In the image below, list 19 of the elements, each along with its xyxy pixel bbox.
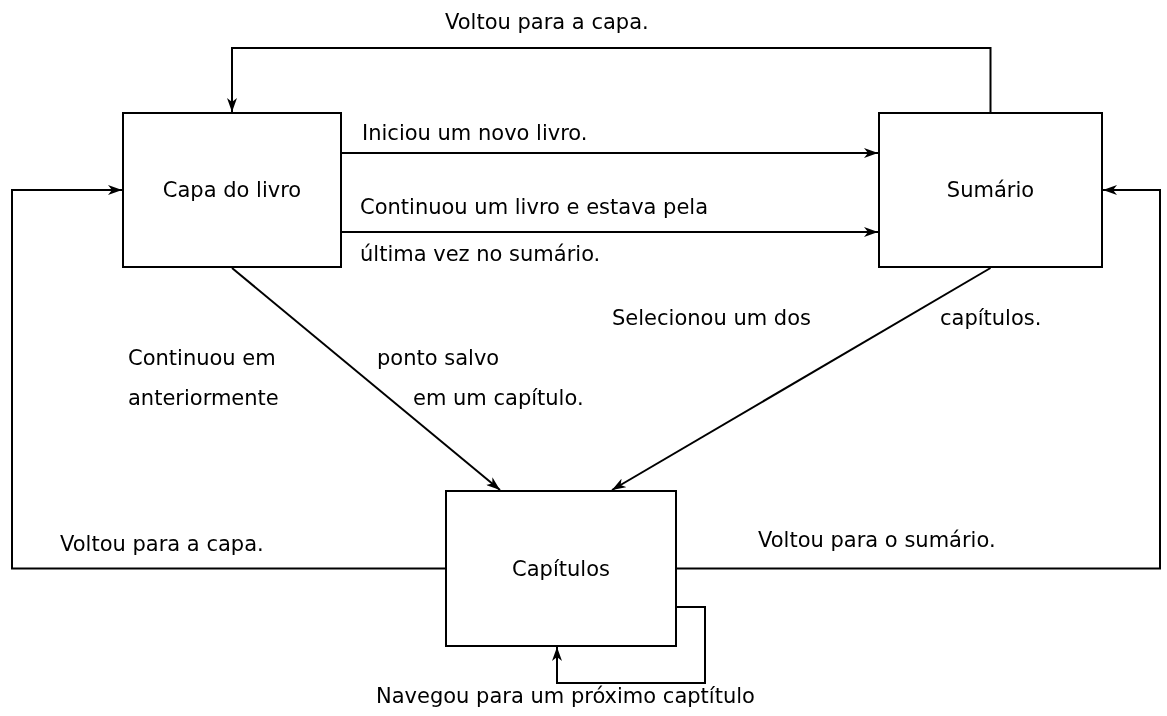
edge-label: Voltou para o sumário. (758, 527, 996, 554)
state-box: Capítulos (445, 490, 677, 647)
edge-label: Voltou para a capa. (445, 9, 649, 36)
edge-label: Continuou um livro e estava pela última vez no sumário. (360, 194, 709, 268)
edge-label: Continuou em ponto salvo anteriormente em um capítulo. (128, 345, 584, 412)
arrow (552, 606, 706, 684)
arrow (231, 267, 501, 491)
arrow (341, 148, 879, 158)
state-box: Sumário (878, 112, 1103, 268)
state-box: Capa do livro (122, 112, 342, 268)
arrow (611, 267, 992, 491)
arrow (676, 185, 1161, 570)
edge-label: Voltou para a capa. (60, 531, 264, 558)
arrow (227, 47, 992, 113)
edge-label: Selecionou um dos capítulos. (612, 305, 1042, 332)
edge-label: Navegou para um próximo captítulo (376, 683, 755, 710)
edge-label: Iniciou um novo livro. (362, 120, 588, 147)
arrow (11, 185, 446, 570)
arrow (341, 227, 879, 237)
